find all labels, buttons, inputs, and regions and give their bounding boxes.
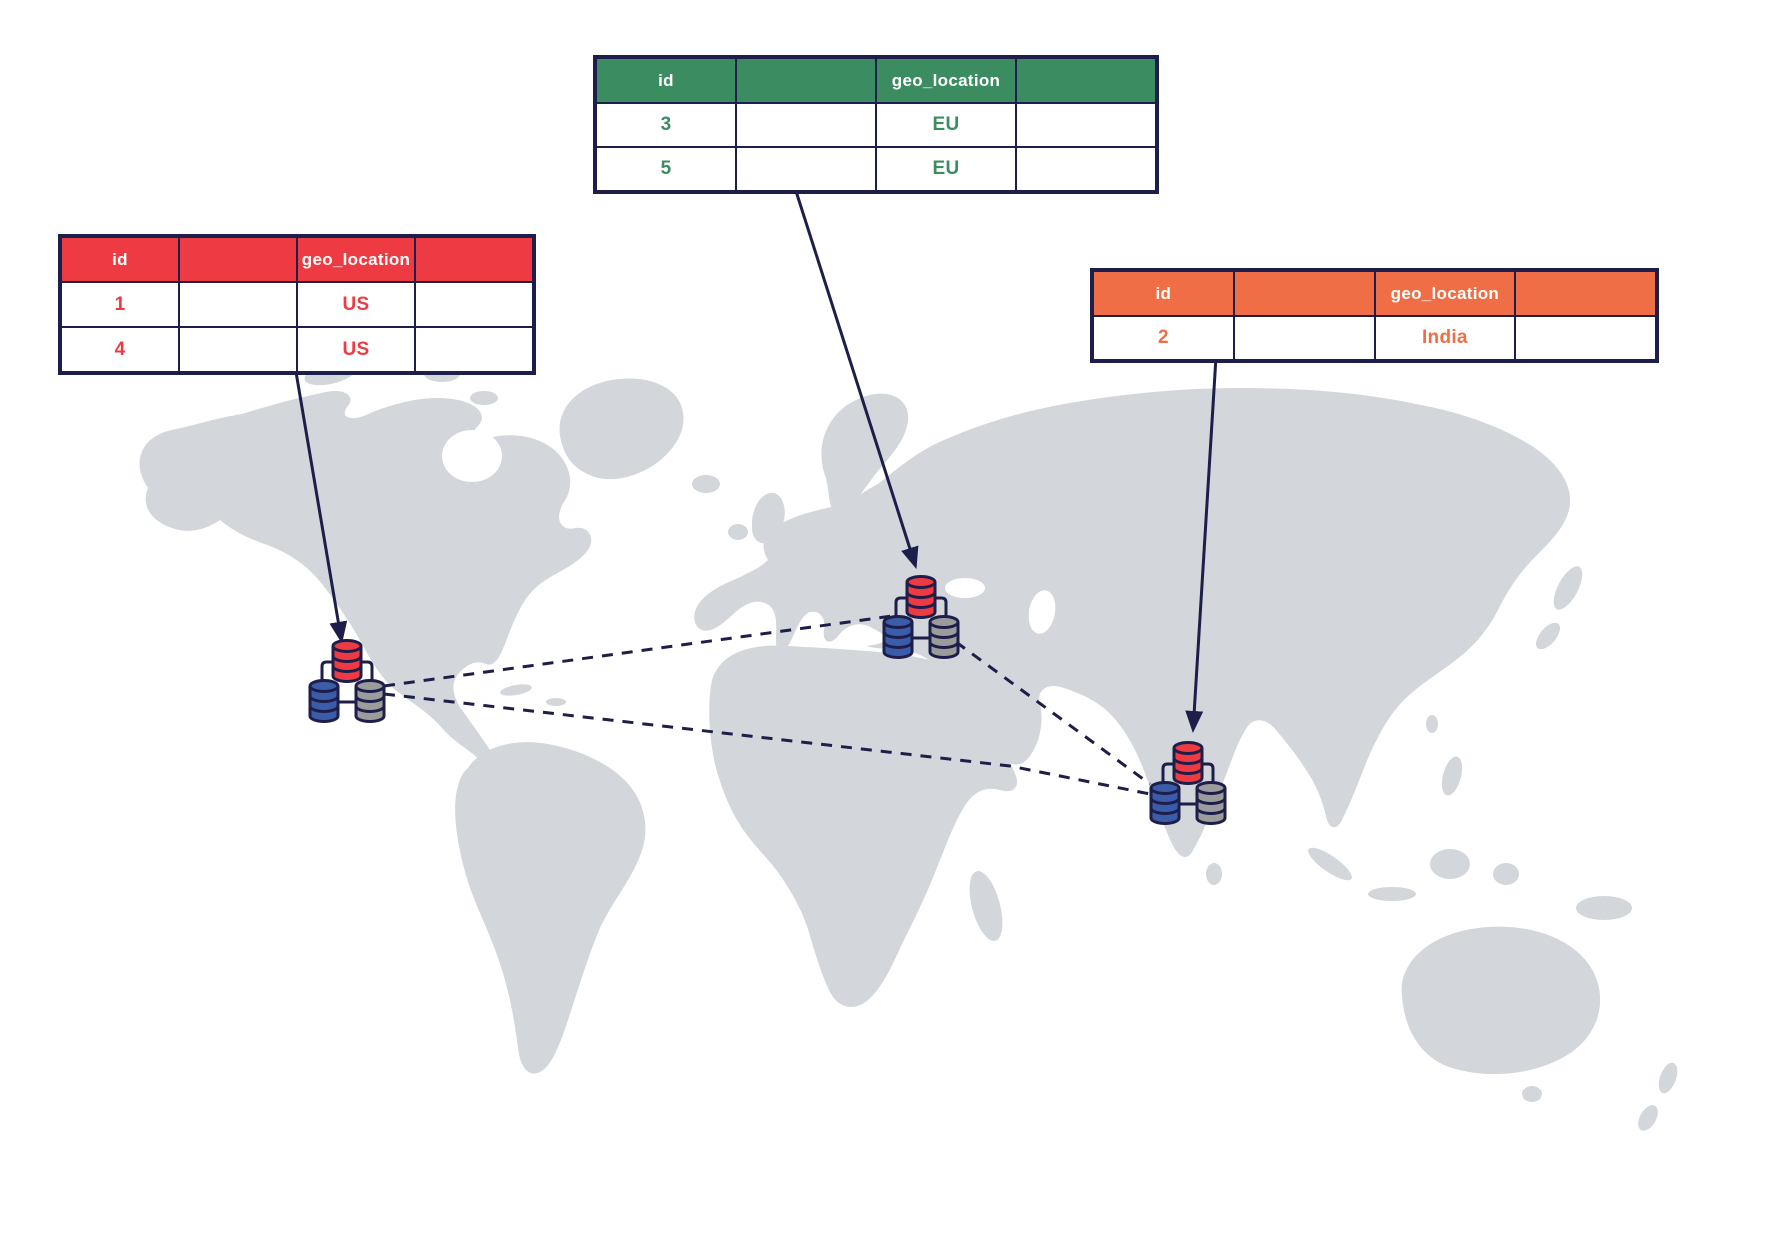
blue-database-icon bbox=[1149, 781, 1181, 825]
taiwan bbox=[1426, 715, 1438, 733]
south-america bbox=[455, 742, 646, 1074]
australia bbox=[1401, 926, 1601, 1075]
sri-lanka bbox=[1206, 863, 1222, 885]
india-shard-table: id geo_location 2 India bbox=[1090, 268, 1659, 363]
world-map bbox=[139, 354, 1678, 1131]
table-cell bbox=[179, 327, 297, 372]
blue-database-icon bbox=[882, 615, 914, 659]
greenland bbox=[559, 378, 684, 480]
table-cell bbox=[179, 282, 297, 327]
gray-database-icon bbox=[354, 679, 386, 723]
table-cell: 3 bbox=[596, 103, 736, 147]
header-cell bbox=[1233, 271, 1375, 316]
table-cell bbox=[1233, 316, 1375, 360]
table-cell bbox=[736, 147, 876, 191]
caspian-sea bbox=[1028, 590, 1056, 634]
header-cell: id bbox=[596, 58, 736, 103]
table-cell bbox=[736, 103, 876, 147]
red-database-icon bbox=[1172, 741, 1204, 785]
header-cell bbox=[1016, 58, 1156, 103]
header-cell: geo_location bbox=[876, 58, 1016, 103]
table-cell bbox=[1515, 316, 1656, 360]
table-cell: EU bbox=[876, 103, 1016, 147]
ireland bbox=[728, 524, 748, 540]
eurasia bbox=[694, 388, 1571, 858]
table-cell bbox=[415, 327, 533, 372]
header-cell: geo_location bbox=[297, 237, 415, 282]
gray-database-icon bbox=[1195, 781, 1227, 825]
red-database-icon bbox=[331, 639, 363, 683]
us-shard-table: id geo_location 1 US 4 US bbox=[58, 234, 536, 375]
replication-link-us-eu bbox=[383, 614, 893, 688]
header-cell: id bbox=[61, 237, 179, 282]
header-cell bbox=[736, 58, 876, 103]
table-cell bbox=[1016, 147, 1156, 191]
header-cell: geo_location bbox=[1374, 271, 1516, 316]
table-cell bbox=[415, 282, 533, 327]
red-database-icon bbox=[905, 575, 937, 619]
header-cell bbox=[415, 237, 533, 282]
table-cell: 1 bbox=[61, 282, 179, 327]
table-cell: US bbox=[297, 282, 415, 327]
table-cell: 2 bbox=[1093, 316, 1234, 360]
japan bbox=[1553, 566, 1583, 610]
table-cell: 4 bbox=[61, 327, 179, 372]
table-cell: US bbox=[297, 327, 415, 372]
eu-shard-table: id geo_location 3 EU 5 EU bbox=[593, 55, 1159, 194]
eu-db-cluster bbox=[882, 575, 960, 659]
replication-link-eu-india bbox=[955, 640, 1151, 786]
table-cell: EU bbox=[876, 147, 1016, 191]
new-zealand bbox=[1658, 1062, 1678, 1094]
us-table-arrow bbox=[294, 371, 348, 644]
header-cell: id bbox=[1093, 271, 1234, 316]
africa bbox=[709, 645, 1018, 1007]
header-cell bbox=[179, 237, 297, 282]
gray-database-icon bbox=[928, 615, 960, 659]
eu-table-arrow bbox=[793, 187, 919, 570]
iceland bbox=[692, 475, 720, 493]
blue-database-icon bbox=[308, 679, 340, 723]
table-cell bbox=[1016, 103, 1156, 147]
replication-link-us-india bbox=[383, 692, 1151, 796]
tasmania bbox=[1522, 1086, 1542, 1102]
india-table-arrow bbox=[1185, 356, 1218, 733]
us-db-cluster bbox=[308, 639, 386, 723]
hudson-bay bbox=[442, 430, 502, 482]
india-db-cluster bbox=[1149, 741, 1227, 825]
philippines bbox=[1441, 756, 1463, 796]
scandinavia bbox=[821, 393, 909, 513]
header-cell bbox=[1515, 271, 1656, 316]
madagascar bbox=[969, 871, 1003, 941]
table-cell: 5 bbox=[596, 147, 736, 191]
table-cell: India bbox=[1374, 316, 1516, 360]
north-america bbox=[139, 390, 592, 761]
black-sea bbox=[945, 578, 985, 598]
